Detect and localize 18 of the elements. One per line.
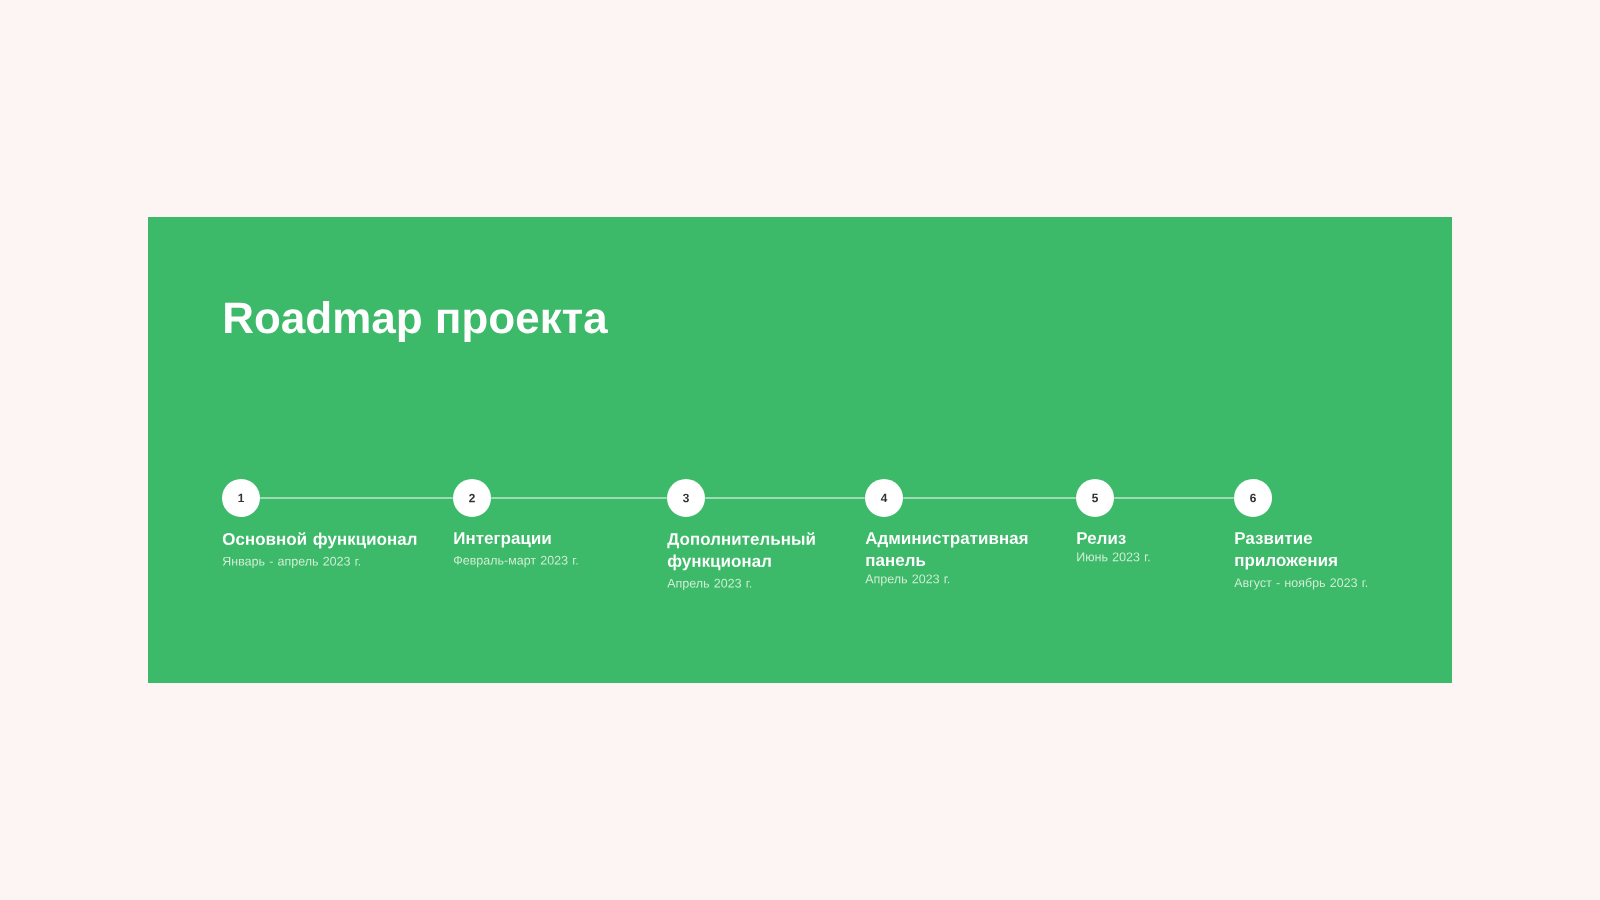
step-date: Апрель 2023 г. <box>667 578 752 591</box>
step-heading: Дополнительный функционал <box>667 532 815 571</box>
connector-line <box>902 497 1077 499</box>
step-heading: Релиз <box>1077 532 1126 545</box>
connector-line <box>259 497 454 499</box>
step-date: Август - ноябрь 2023 г. <box>1234 577 1368 590</box>
step-date: Июнь 2023 г. <box>1077 552 1150 562</box>
connector-line <box>490 497 668 499</box>
title: Roadmap проекта <box>225 301 608 343</box>
step-date: Апрель 2023 г. <box>865 574 950 586</box>
connector-line <box>704 497 866 499</box>
step-heading: Развитие приложения <box>1235 532 1337 570</box>
step-date: Февраль-март 2023 г. <box>453 555 578 568</box>
connector-line <box>1113 497 1235 499</box>
step-heading: Интеграции <box>454 532 551 548</box>
step-date: Январь - апрель 2023 г. <box>222 556 361 569</box>
step-heading: Основной функционал <box>222 532 417 549</box>
step-heading: Административная панель <box>865 532 1028 567</box>
